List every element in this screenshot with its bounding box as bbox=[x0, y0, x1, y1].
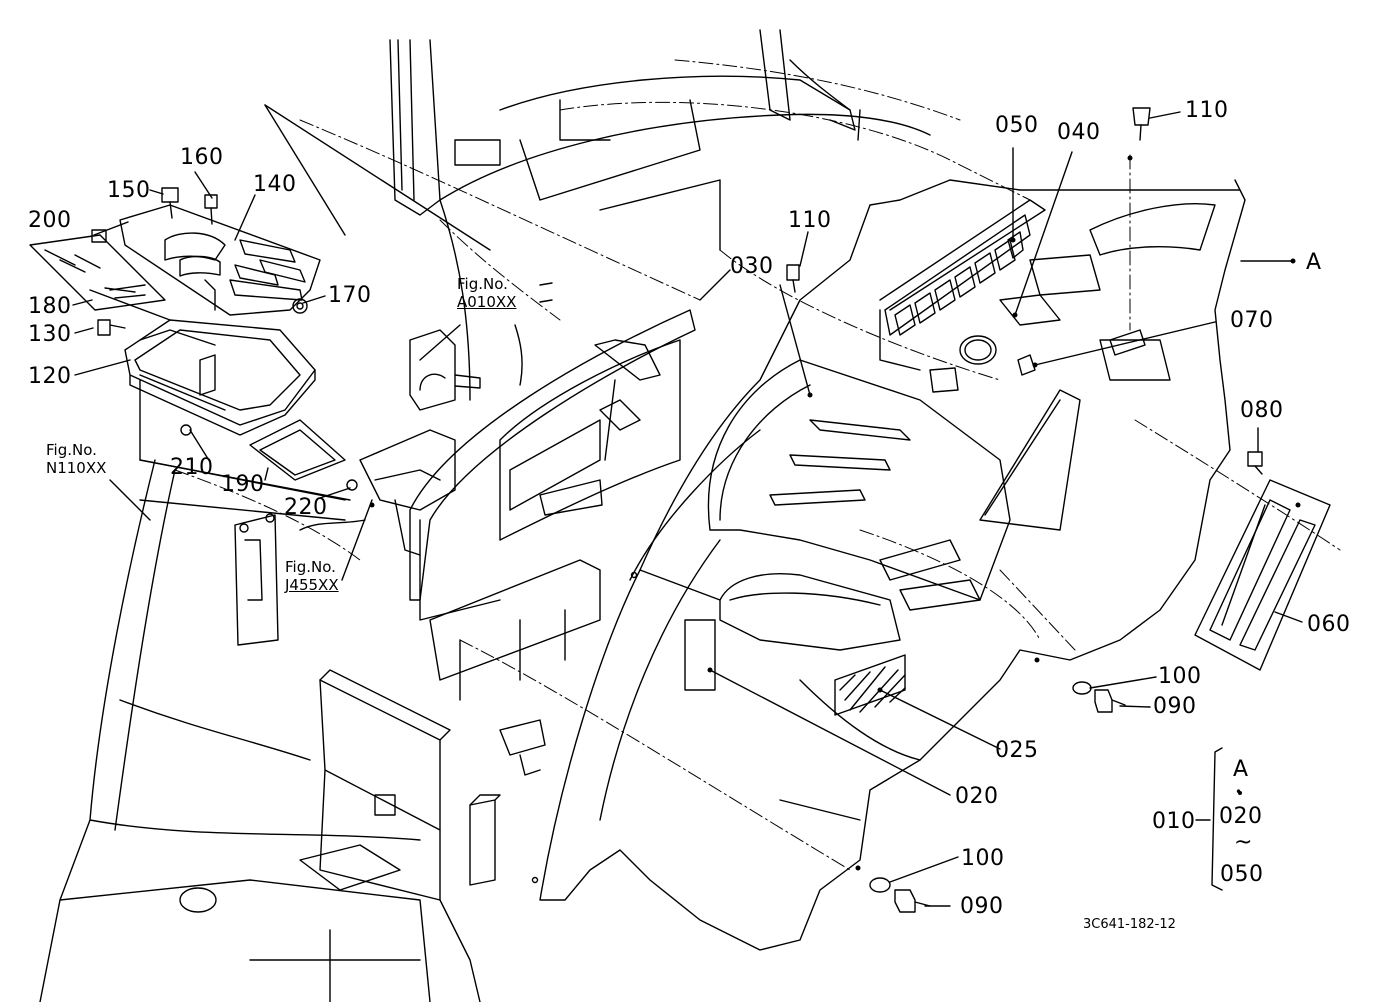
figure-ref-n110: Fig.No. N110XX bbox=[46, 441, 106, 477]
part-label-130: 130 bbox=[28, 322, 72, 347]
set-note-tilde: ~ bbox=[1234, 830, 1253, 855]
part-label-a: A bbox=[1306, 250, 1322, 275]
part-label-040: 040 bbox=[1057, 120, 1101, 145]
part-label-140: 140 bbox=[253, 172, 297, 197]
part-label-200: 200 bbox=[28, 208, 72, 233]
figure-ref-j455-number: J455XX bbox=[285, 576, 339, 594]
figure-ref-j455-caption: Fig.No. bbox=[285, 558, 336, 576]
fastener-parts bbox=[91, 107, 1263, 913]
set-note-mid: 020 bbox=[1219, 804, 1263, 829]
part-label-110-mid: 110 bbox=[788, 208, 832, 233]
set-note-main: 010 bbox=[1152, 809, 1196, 834]
figure-ref-j455: Fig.No. J455XX bbox=[285, 558, 339, 594]
cover-plate-060 bbox=[1194, 479, 1331, 671]
part-label-120: 120 bbox=[28, 364, 72, 389]
part-label-070: 070 bbox=[1230, 308, 1274, 333]
marker-dots bbox=[369, 155, 1301, 871]
part-label-030: 030 bbox=[730, 254, 774, 279]
switch-panel-050 bbox=[884, 214, 1031, 336]
drawing-code: 3C641-182-12 bbox=[1083, 917, 1176, 932]
figure-ref-a010: Fig.No. A010XX bbox=[457, 275, 516, 311]
part-label-100-lower: 100 bbox=[961, 846, 1005, 871]
part-label-210: 210 bbox=[170, 455, 214, 480]
decal-025 bbox=[834, 654, 906, 716]
set-note-top: A bbox=[1233, 757, 1249, 782]
part-label-100-upper: 100 bbox=[1158, 664, 1202, 689]
part-label-090-lower: 090 bbox=[960, 894, 1004, 919]
decal-020 bbox=[684, 619, 716, 691]
part-label-170: 170 bbox=[328, 283, 372, 308]
set-note-dot: • bbox=[1235, 785, 1243, 799]
set-bracket bbox=[1195, 747, 1223, 891]
part-label-180: 180 bbox=[28, 294, 72, 319]
set-note-bottom: 050 bbox=[1220, 862, 1264, 887]
fender-cover-020 bbox=[531, 179, 1246, 951]
part-label-190: 190 bbox=[221, 472, 265, 497]
part-label-090-upper: 090 bbox=[1153, 694, 1197, 719]
part-label-060: 060 bbox=[1307, 612, 1351, 637]
part-label-110-top: 110 bbox=[1185, 98, 1229, 123]
figure-ref-a010-number: A010XX bbox=[457, 293, 517, 311]
reference-lines bbox=[174, 59, 1341, 871]
decal-180 bbox=[59, 254, 146, 299]
part-label-160: 160 bbox=[180, 145, 224, 170]
figure-ref-n110-caption: Fig.No. bbox=[46, 441, 97, 459]
figure-ref-a010-caption: Fig.No. bbox=[457, 275, 508, 293]
part-label-220: 220 bbox=[284, 495, 328, 520]
leader-lines bbox=[72, 104, 1303, 907]
lever-bracket-group bbox=[29, 204, 351, 501]
part-label-080: 080 bbox=[1240, 398, 1284, 423]
cab-frame bbox=[39, 29, 931, 1002]
figure-ref-n110-number: N110XX bbox=[46, 459, 107, 477]
part-label-150: 150 bbox=[107, 178, 151, 203]
link-bracket bbox=[299, 329, 661, 556]
part-label-050: 050 bbox=[995, 113, 1039, 138]
center-frame bbox=[319, 309, 696, 1002]
part-label-025: 025 bbox=[995, 738, 1039, 763]
part-label-020: 020 bbox=[955, 784, 999, 809]
